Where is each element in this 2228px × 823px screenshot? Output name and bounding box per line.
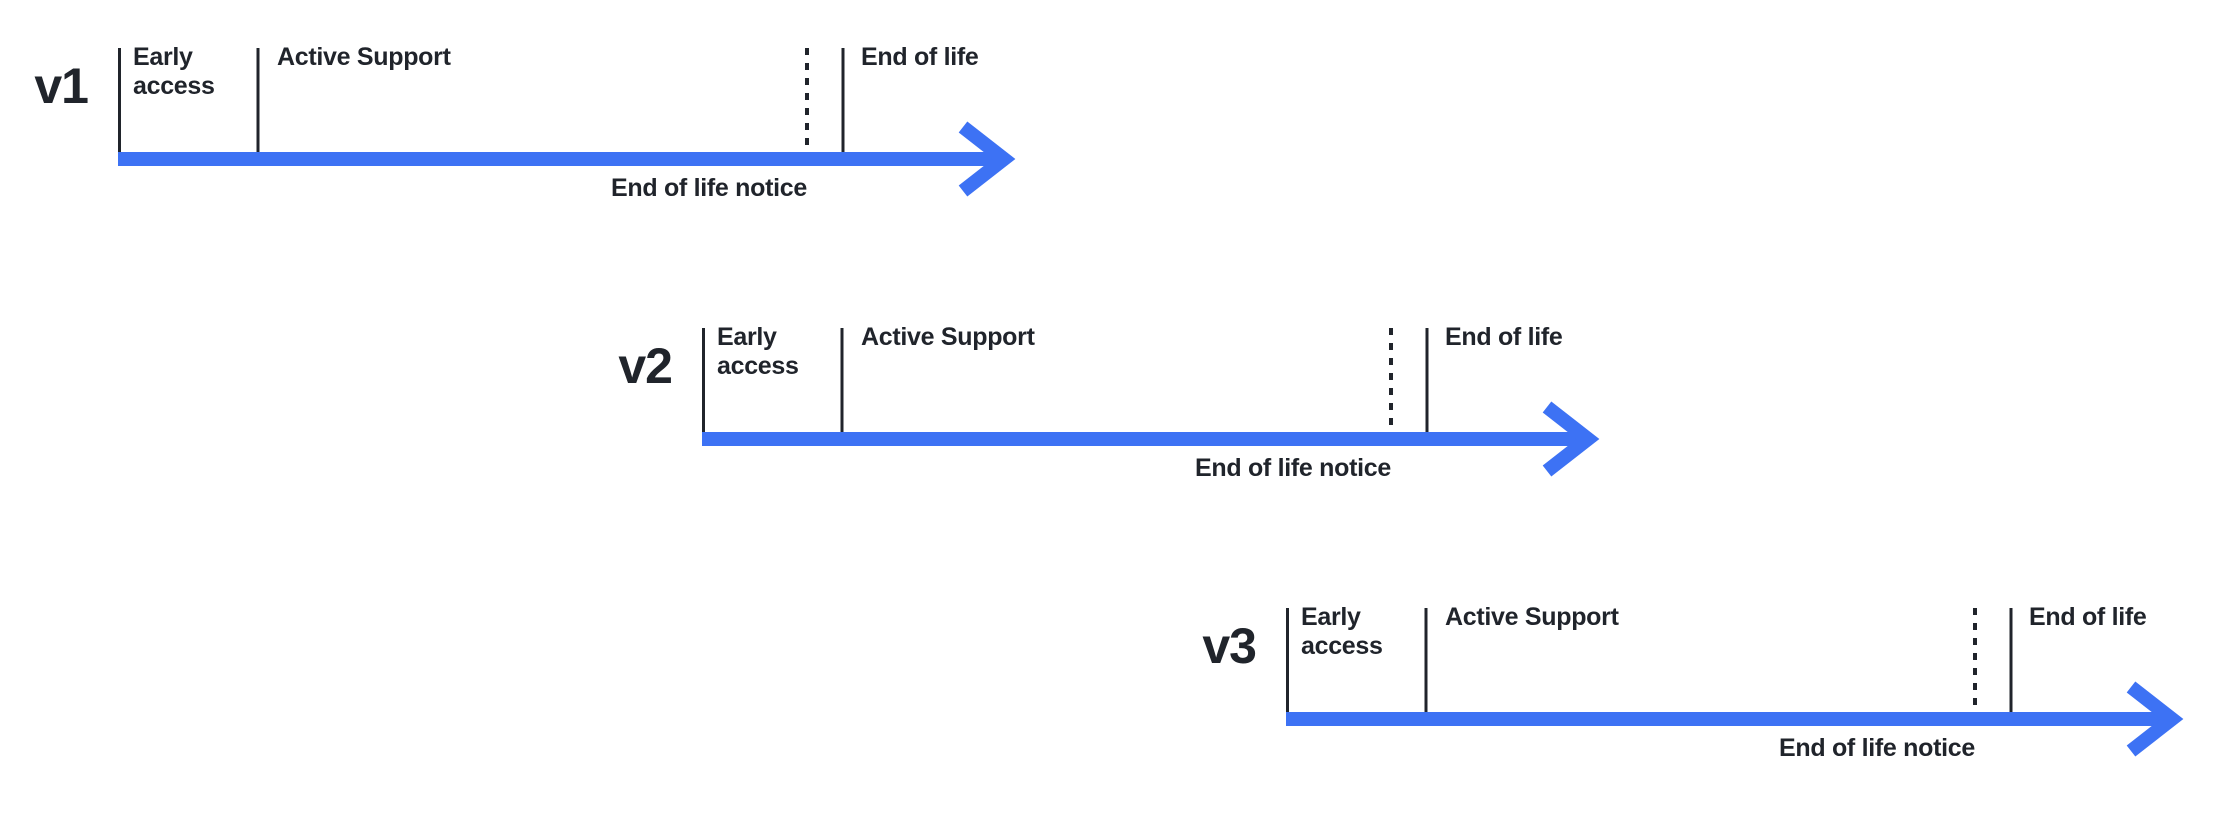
phase-label-early-access: Early access — [1301, 603, 1383, 660]
phase-label-end-of-life: End of life — [2029, 603, 2147, 631]
timeline-arrow-head-icon — [958, 121, 1016, 197]
phase-label-early-access: Early access — [133, 43, 215, 100]
version-label: v2 — [618, 338, 673, 394]
phase-label-end-of-life-notice: End of life notice — [1779, 734, 1975, 762]
timeline-row-v3: v3 Early access Active Support End of li… — [1202, 603, 2226, 823]
phase-label-early-access: Early access — [717, 323, 799, 380]
phase-label-active-support: Active Support — [277, 43, 451, 71]
timeline-axis — [702, 328, 1600, 477]
phase-label-end-of-life-notice: End of life notice — [611, 174, 807, 202]
timeline-arrow-head-icon — [2126, 681, 2184, 757]
timeline-row-v1: v1 Early access Active Support End of li… — [34, 43, 1058, 263]
phase-label-active-support: Active Support — [1445, 603, 1619, 631]
timeline-row-v2: v2 Early access Active Support End of li… — [618, 323, 1642, 543]
timeline-axis — [118, 48, 1016, 197]
phase-label-end-of-life: End of life — [1445, 323, 1563, 351]
timeline-arrow-head-icon — [1542, 401, 1600, 477]
timeline-axis — [1286, 608, 2184, 757]
phase-label-active-support: Active Support — [861, 323, 1035, 351]
phase-label-end-of-life-notice: End of life notice — [1195, 454, 1391, 482]
version-label: v3 — [1202, 618, 1257, 674]
version-label: v1 — [34, 58, 89, 114]
phase-label-end-of-life: End of life — [861, 43, 979, 71]
